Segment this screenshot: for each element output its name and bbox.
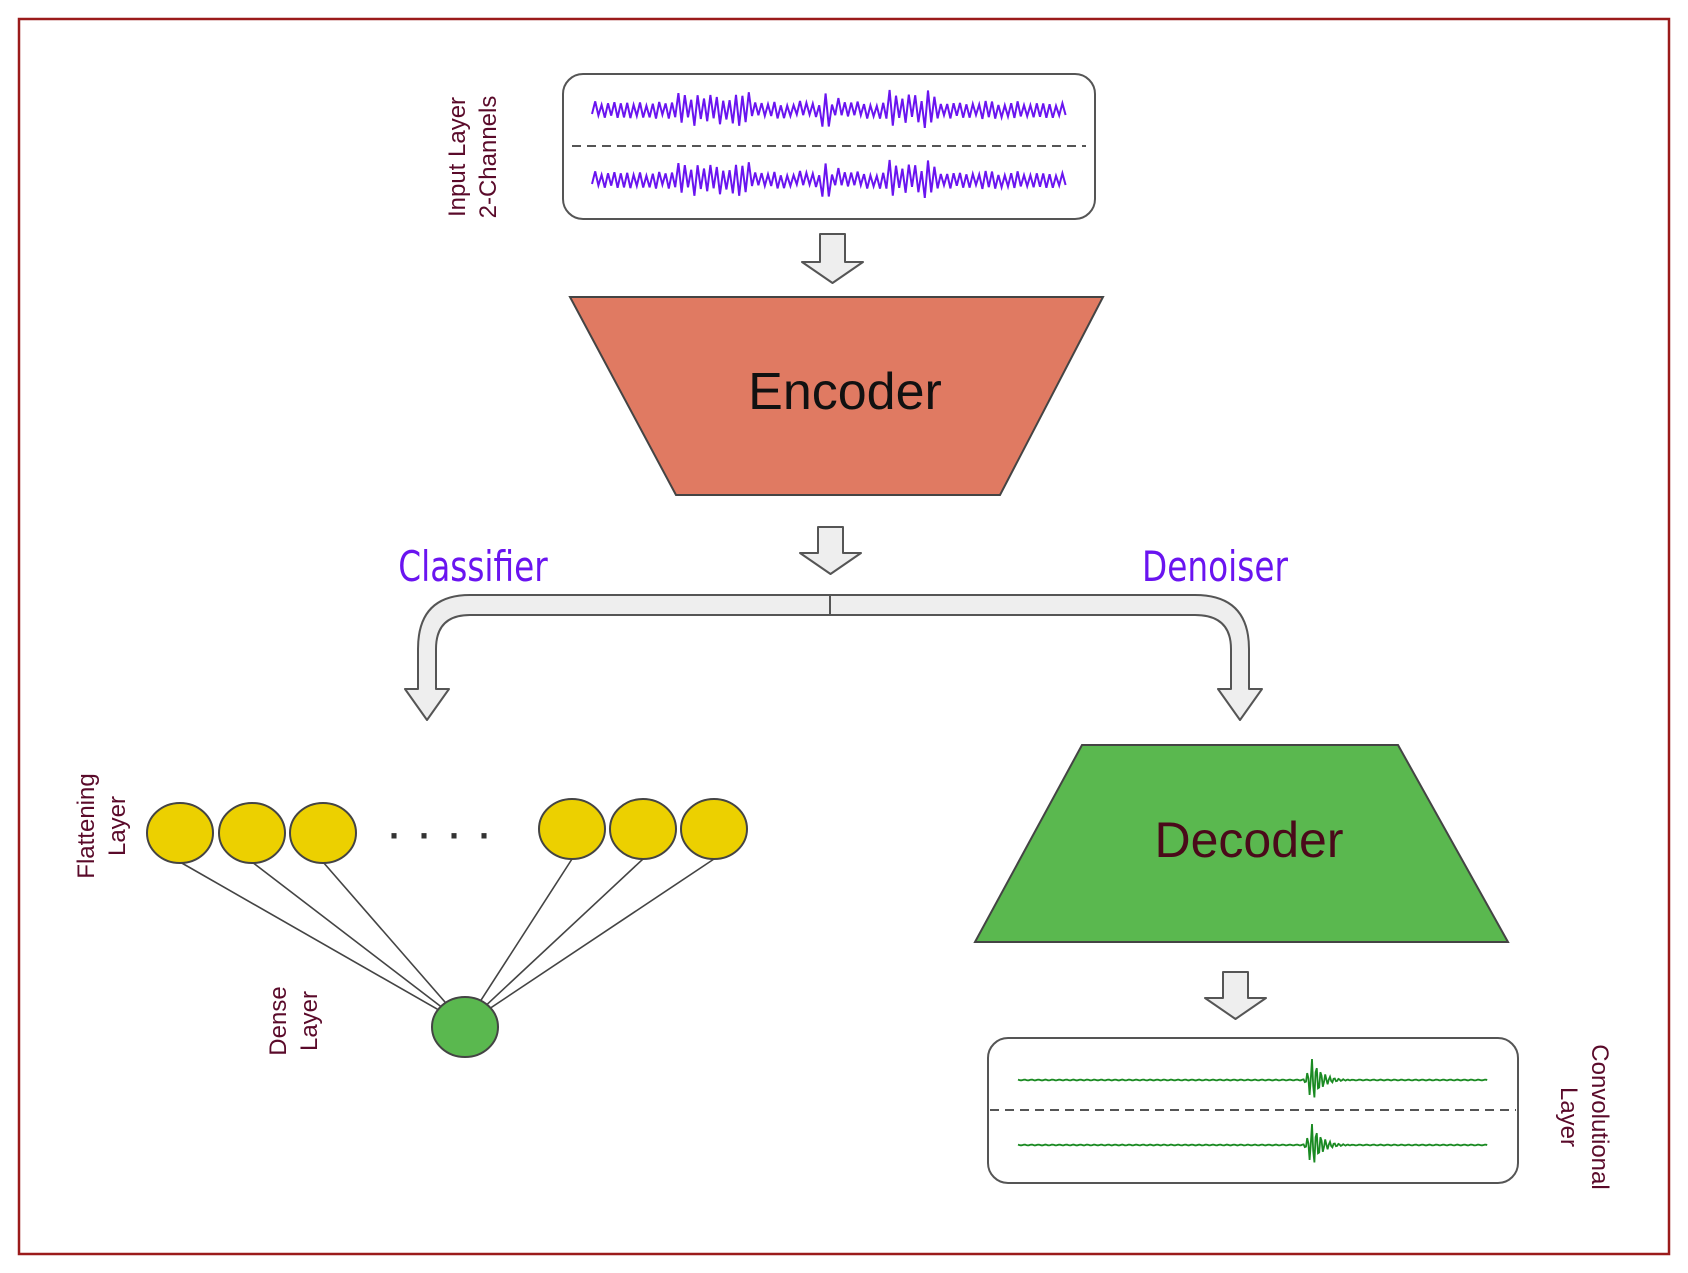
- dense-connections: [179, 858, 715, 1026]
- flattening-label: Flattening: [73, 773, 100, 878]
- decoder-block: [973, 744, 1510, 943]
- input-waveform-channel-2: [591, 159, 1067, 199]
- branch-split-arrow: [404, 594, 1263, 721]
- input-channels-label: 2-Channels: [475, 96, 502, 219]
- convolutional-label: Convolutional: [1586, 1044, 1613, 1189]
- output-waveform-channel-1: [1017, 1058, 1488, 1098]
- output-signal-box: [987, 1037, 1519, 1184]
- decoder-label: Decoder: [1155, 812, 1344, 868]
- arrow-decoder-to-output: [1204, 971, 1267, 1020]
- flatten-node: [218, 802, 286, 864]
- encoder-block: [568, 296, 1105, 496]
- flattening-layer-label: Layer: [104, 796, 131, 856]
- outer-frame: [17, 17, 1671, 1256]
- convolutional-layer-label: Layer: [1555, 1087, 1582, 1147]
- flatten-node: [538, 798, 606, 860]
- encoder-label: Encoder: [748, 363, 942, 421]
- input-layer-label: Input Layer: [444, 97, 471, 217]
- input-signal-box: [562, 73, 1096, 220]
- flatten-node: [609, 798, 677, 860]
- flatten-node: [680, 798, 748, 860]
- output-waveform-channel-2: [1017, 1123, 1488, 1163]
- flatten-node: [289, 802, 357, 864]
- flatten-ellipsis: · · · ·: [389, 815, 495, 856]
- arrow-encoder-to-branch: [799, 526, 862, 575]
- denoiser-label: Denoiser: [1142, 542, 1288, 591]
- flattening-nodes: [146, 798, 748, 864]
- input-waveform-channel-1: [591, 89, 1067, 129]
- dense-layer-label: Layer: [296, 991, 323, 1051]
- flatten-node: [146, 802, 214, 864]
- dense-label: Dense: [265, 986, 292, 1055]
- dense-node: [431, 996, 499, 1058]
- arrow-input-to-encoder: [801, 233, 864, 284]
- classifier-label: Classifier: [398, 542, 548, 591]
